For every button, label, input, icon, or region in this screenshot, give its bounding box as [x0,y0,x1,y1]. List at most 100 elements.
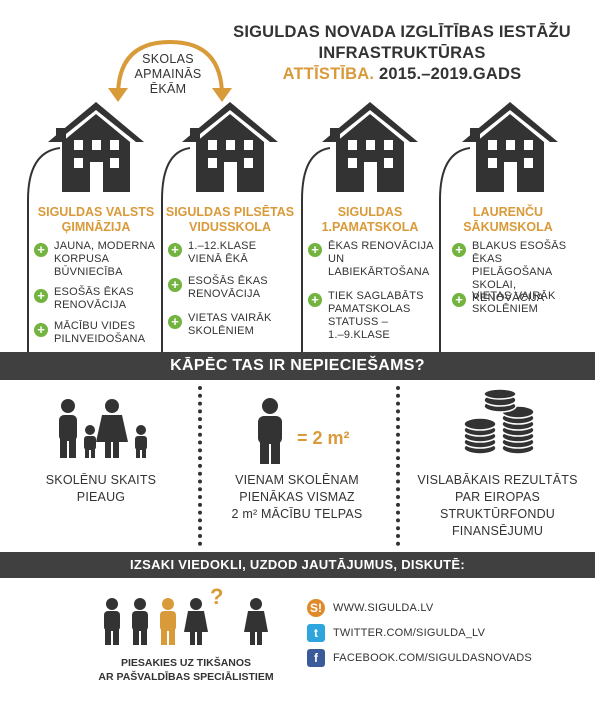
item-line: PIELĀGOŠANA SKOLAI, [472,266,552,291]
school-name: SIGULDAS VALSTS ĢIMNĀZIJA [28,205,164,235]
item-line: UN [328,253,345,265]
exchange-label-line: ĒKĀM [149,82,187,96]
reason-line: FINANSĒJUMU [451,524,544,538]
school-house-icon [322,102,418,192]
item-line: KORPUSA [54,253,110,265]
divider [396,386,400,546]
exchange-arrow-icon [108,39,232,102]
item-line: SKOLĒNIEM [188,325,254,337]
item-line: TIEK SAGLABĀTS [328,290,424,302]
school-name-line: 1.PAMATSKOLA [321,220,419,234]
item-line: 1.–12.KLASE [188,240,257,252]
plus-icon: + [34,243,48,257]
school-name-line: LAURENČU [472,205,544,219]
plus-icon: + [168,243,182,257]
item-line: BLAKUS ESOŠĀS ĒKAS [472,240,567,265]
title-years: 2015.–2019.GADS [374,65,522,83]
item-line: VIETAS VAIRĀK [472,290,556,302]
item-line: STATUSS – [328,316,389,328]
school-name: SIGULDAS 1.PAMATSKOLA [302,205,438,235]
exchange-label-line: APMAINĀS [134,67,202,81]
title-accent: ATTĪSTĪBA. [282,65,375,83]
apply-line: PIESAKIES UZ TIKŠANOS [120,657,252,669]
area-equation: = 2 m² [297,428,350,448]
item-line: VIETAS VAIRĀK [188,312,272,324]
link-text: TWITTER.COM/SIGULDA_LV [333,627,486,639]
link-text: FACEBOOK.COM/SIGULDASNOVADS [333,652,532,664]
reason-line: VISLABĀKAIS REZULTĀTS [417,473,578,487]
reason-line: 2 m² MĀCĪBU TELPAS [231,507,363,521]
item-line: ESOŠĀS ĒKAS [188,275,268,287]
facebook-icon: f [307,649,325,667]
link-text: WWW.SIGULDA.LV [333,602,434,614]
exchange-label-line: SKOLAS [142,52,194,66]
connector-lines [27,147,471,352]
school-name-line: SIGULDAS VALSTS [37,205,155,219]
reason-text: VISLABĀKAIS REZULTĀTS PAR EIROPAS STRUKT… [410,472,585,540]
twitter-icon: t [307,624,325,642]
question-mark: ? [210,584,224,609]
item-line: JAUNA, MODERNA [54,240,156,252]
divider [198,386,202,546]
plus-icon: + [34,323,48,337]
people-group-icon [104,598,268,645]
reason-text: SKOLĒNU SKAITS PIEAUG [36,472,166,506]
item-line: RENOVĀCIJA [54,299,127,311]
plus-icon: + [452,293,466,307]
item-line: SKOLĒNIEM [472,303,538,315]
page-title: SIGULDAS NOVADA IZGLĪTĪBAS IESTĀŽU INFRA… [222,22,582,85]
item-line: RENOVĀCIJA [472,292,545,304]
school-house-icon [182,102,278,192]
school-house-icon [48,102,144,192]
plus-icon: + [168,315,182,329]
item-line: 1.–9.KLASE [328,329,390,341]
school-name-line: SĀKUMSKOLA [463,220,553,234]
reason-line: PAR EIROPAS [454,490,541,504]
school-name: LAURENČU SĀKUMSKOLA [440,205,576,235]
school-name-line: VIDUSSKOLA [189,220,271,234]
item-line: MĀCĪBU VIDES [54,320,136,332]
why-heading: KĀPĒC TAS IR NEPIECIEŠAMS? [0,352,595,380]
title-line-3: ATTĪSTĪBA. 2015.–2019.GADS [222,64,582,85]
item-line: RENOVĀCIJA [188,288,261,300]
website-link[interactable]: S! WWW.SIGULDA.LV [307,599,433,617]
reason-line: SKOLĒNU SKAITS [45,473,157,487]
title-line-1: SIGULDAS NOVADA IZGLĪTĪBAS IESTĀŽU [233,23,571,41]
reason-line: VIENAM SKOLĒNAM [235,473,359,487]
school-name: SIGULDAS PILSĒTAS VIDUSSKOLA [162,205,298,235]
item-line: PILNVEIDOŠANA [54,333,146,345]
item-line: ĒKAS RENOVĀCIJA [328,240,434,252]
school-house-icon [462,102,558,192]
reason-line: PIENĀKAS VISMAZ [239,490,355,504]
plus-icon: + [308,293,322,307]
plus-icon: + [168,278,182,292]
exchange-label: SKOLAS APMAINĀS ĒKĀM [122,52,214,97]
school-name-line: SIGULDAS [337,205,403,219]
family-icon [59,399,147,458]
item-line: VIENĀ ĒKĀ [188,253,248,265]
school-name-line: ĢIMNĀZIJA [61,220,131,234]
item-line: ESOŠĀS ĒKAS [54,286,134,298]
item-line: BŪVNIECĪBA [54,266,123,278]
plus-icon: + [308,243,322,257]
plus-icon: + [452,243,466,257]
twitter-link[interactable]: t TWITTER.COM/SIGULDA_LV [307,624,485,642]
sigulda-icon: S! [307,599,325,617]
apply-text: PIESAKIES UZ TIKŠANOS AR PAŠVALDĪBAS SPE… [76,656,296,684]
title-line-2: INFRASTRUKTŪRAS [318,44,486,62]
reason-line: PIEAUG [76,490,126,504]
plus-icon: + [34,289,48,303]
item-line: LABIEKĀRTOŠANA [328,266,430,278]
apply-line: AR PAŠVALDĪBAS SPECIĀLISTIEM [98,671,274,683]
facebook-link[interactable]: f FACEBOOK.COM/SIGULDASNOVADS [307,649,532,667]
